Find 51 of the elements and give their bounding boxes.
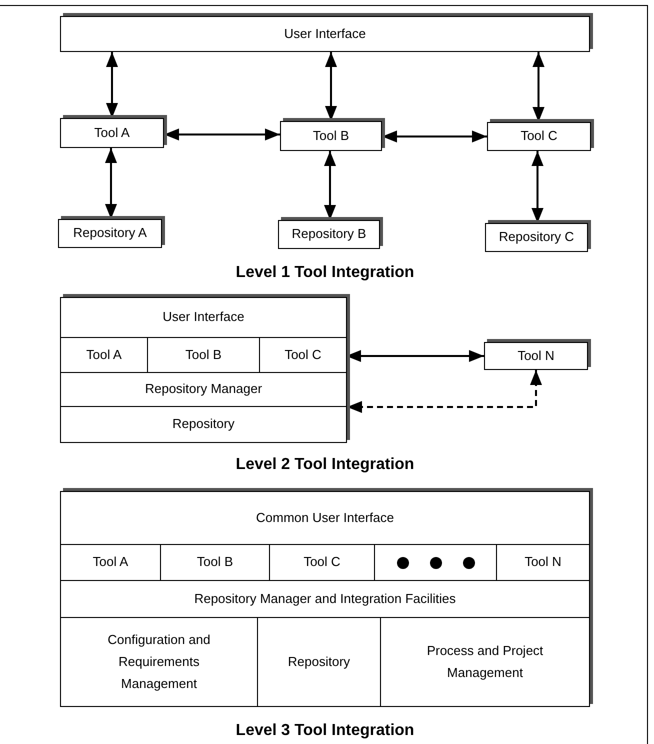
box-label: Process and Project Management (426, 642, 544, 682)
arrow (532, 151, 544, 223)
arrow (105, 148, 117, 219)
layer-cell (61, 338, 148, 373)
box-label: Repository C (498, 228, 574, 246)
section-title: Level 1 Tool Integration (234, 263, 416, 283)
box-label: Tool C (284, 346, 322, 364)
box-label: Tool A (94, 124, 130, 142)
layer-cell (61, 545, 161, 581)
arrow (164, 128, 280, 140)
box-label: Tool C (520, 127, 558, 146)
stack-box (60, 491, 590, 707)
box-label: Repository (288, 652, 350, 671)
arrow (347, 370, 542, 413)
section-title: Level 2 Tool Integration (234, 455, 416, 475)
box-label: Common User Interface (256, 508, 394, 527)
box-label: Repository A (73, 224, 147, 242)
box-label: User Interface (284, 24, 366, 43)
box-label: User Interface (162, 308, 244, 326)
box-label: Tool A (92, 553, 128, 572)
tool-box (485, 223, 588, 252)
layer-cell (375, 545, 497, 581)
box-label: Repository Manager and Integration Facilities (194, 590, 456, 608)
box-label: Tool N (518, 346, 554, 365)
box-label: Tool B (196, 553, 234, 572)
box-label: Tool B (312, 126, 350, 145)
arrow (532, 52, 544, 122)
box-label: Repository B (292, 225, 366, 244)
tool-box (278, 220, 380, 249)
arrow (382, 130, 487, 142)
tool-box (484, 342, 588, 370)
layer-cell (270, 545, 375, 581)
arrow (324, 151, 336, 220)
arrow (106, 52, 118, 118)
stack-box (60, 297, 347, 443)
tool-box (58, 219, 162, 248)
box-label: Tool A (86, 346, 122, 364)
section-title: Level 3 Tool Integration (234, 721, 416, 741)
box-label: Repository (172, 415, 235, 434)
layer-cell (161, 545, 270, 581)
layer-cell (148, 338, 260, 373)
box-label: Repository Manager (144, 380, 262, 398)
tool-box (60, 16, 590, 52)
box-label: Tool N (524, 553, 562, 572)
box-label: Tool B (185, 346, 222, 364)
box-label: Tool C (304, 553, 340, 572)
box-label: Configuration and Requirements Management (106, 630, 212, 694)
tool-box (487, 122, 591, 151)
tool-box (280, 121, 382, 151)
arrow (325, 52, 337, 121)
tool-box (60, 118, 164, 148)
